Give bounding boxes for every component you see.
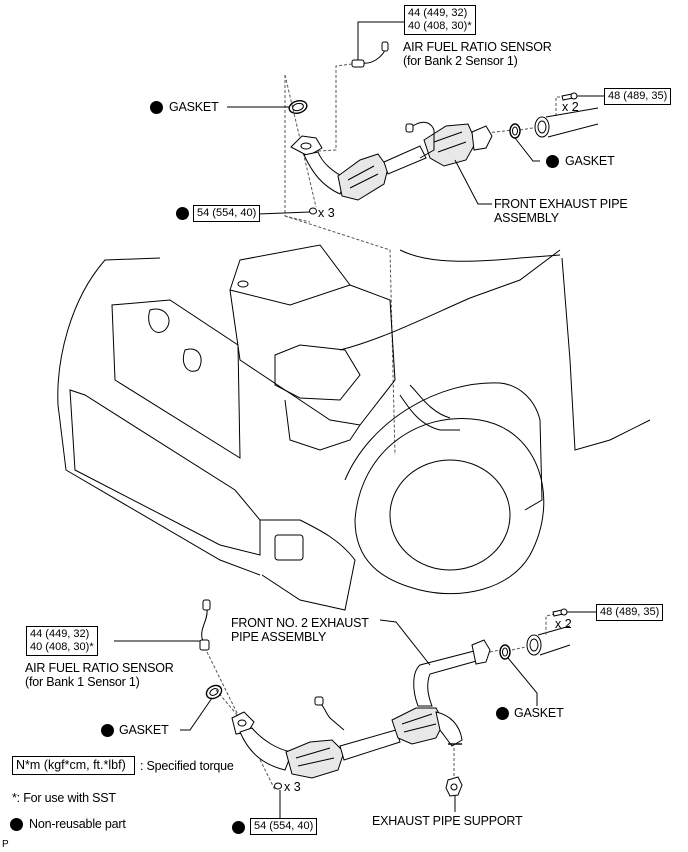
nut-count-top: x 3: [318, 206, 335, 220]
non-reusable-marker: [150, 101, 163, 114]
legend-sst-note: *: For use with SST: [12, 791, 116, 805]
gasket-bottom-left: [205, 684, 223, 700]
gasket-leader: [180, 697, 213, 731]
bolt-count-bottom: x 2: [555, 617, 572, 631]
guide-line: [284, 215, 396, 456]
fog-lamp: [274, 534, 304, 561]
torque-value: 44 (449, 32): [408, 7, 468, 19]
non-reusable-marker: [546, 155, 559, 168]
gasket-label-top-right: GASKET: [565, 154, 615, 168]
pipe-leader: [379, 619, 431, 666]
catalytic-converter: [285, 739, 345, 779]
pipe-flange-bottom: [231, 711, 255, 735]
front-exhaust-pipe-label: FRONT EXHAUST PIPE ASSEMBLY: [494, 197, 628, 225]
bottom-exhaust-assembly: [114, 599, 596, 820]
sensor-label-bank1: AIR FUEL RATIO SENSOR (for Bank 1 Sensor…: [25, 661, 174, 689]
torque-value: 44 (449, 32): [30, 628, 90, 640]
gasket-label-bottom-left: GASKET: [119, 723, 169, 737]
guide-line: [301, 63, 353, 153]
non-reusable-marker: [101, 724, 114, 737]
exhaust-pipe-support-label: EXHAUST PIPE SUPPORT: [372, 814, 523, 828]
legend-torque-unit-box: N*m (kgf*cm, ft.*lbf): [12, 756, 135, 775]
exhaust-pipe-support: [445, 776, 463, 797]
guide-line: [486, 129, 513, 134]
tail-pipe-top: [534, 107, 599, 138]
front-bumper: [69, 389, 261, 556]
torque-box-bolt-top: 48 (489, 35): [604, 88, 672, 105]
legend-torque-desc: : Specified torque: [140, 759, 234, 773]
label-line: ASSEMBLY: [494, 211, 559, 225]
air-fuel-ratio-sensor-bank1: [199, 599, 211, 651]
gasket-label-bottom-right: GASKET: [514, 706, 564, 720]
torque-box-nut-bottom: 54 (554, 40): [250, 818, 318, 835]
gasket-leader: [514, 137, 540, 162]
gasket-top-right: [509, 123, 521, 139]
torque-box-sensor-bank2: 44 (449, 32) 40 (408, 30)*: [404, 5, 476, 35]
label-line: PIPE ASSEMBLY: [231, 630, 327, 644]
non-reusable-marker: [496, 707, 509, 720]
radiator: [111, 299, 241, 459]
top-exhaust-assembly: [227, 21, 604, 456]
guide-line: [215, 689, 239, 717]
label-line: FRONT NO. 2 EXHAUST: [231, 616, 369, 630]
catalytic-converter: [337, 153, 389, 201]
wheel-arch: [344, 382, 543, 511]
wheel: [389, 459, 511, 571]
non-reusable-marker: [232, 821, 245, 834]
pipe-leader: [454, 159, 492, 205]
air-fuel-ratio-sensor-bank2: [351, 41, 389, 68]
front-tire: [354, 418, 545, 595]
label-line: FRONT EXHAUST PIPE: [494, 197, 628, 211]
engine-cover: [229, 244, 351, 306]
nut-leader: [257, 211, 311, 215]
gasket-top-left: [288, 100, 308, 114]
sensor-label-bank2: AIR FUEL RATIO SENSOR (for Bank 2 Sensor…: [403, 40, 552, 68]
legend-non-reusable-dot: [10, 818, 23, 831]
torque-value-sst: 40 (408, 30)*: [408, 20, 472, 32]
label-line: AIR FUEL RATIO SENSOR: [403, 40, 552, 54]
label-line: (for Bank 2 Sensor 1): [403, 54, 518, 68]
label-line: (for Bank 1 Sensor 1): [25, 675, 140, 689]
torque-box-bolt-bottom: 48 (489, 35): [596, 604, 664, 621]
sensor-leader-top: [357, 21, 404, 62]
legend-non-reusable-label: Non-reusable part: [29, 817, 126, 831]
gasket-bottom-right: [499, 644, 511, 660]
torque-box-nut-top: 54 (554, 40): [193, 205, 261, 222]
bolt-count-top: x 2: [562, 100, 579, 114]
non-reusable-marker: [176, 207, 189, 220]
corner-mark: P: [2, 839, 9, 850]
gasket-label-top-left: GASKET: [169, 100, 219, 114]
nut-count-bottom: x 3: [284, 780, 301, 794]
label-line: AIR FUEL RATIO SENSOR: [25, 661, 174, 675]
front-no2-exhaust-pipe-label: FRONT NO. 2 EXHAUST PIPE ASSEMBLY: [231, 616, 369, 644]
gasket-leader: [507, 657, 538, 706]
guide-line: [555, 96, 560, 118]
torque-value-sst: 40 (408, 30)*: [30, 641, 94, 653]
guide-line: [545, 613, 556, 636]
catalytic-converter: [423, 123, 477, 167]
torque-box-sensor-bank1: 44 (449, 32) 40 (408, 30)*: [26, 626, 98, 656]
guide-line: [489, 649, 501, 653]
tail-pipe-bottom: [526, 625, 571, 656]
vehicle-front-view: [57, 244, 651, 611]
